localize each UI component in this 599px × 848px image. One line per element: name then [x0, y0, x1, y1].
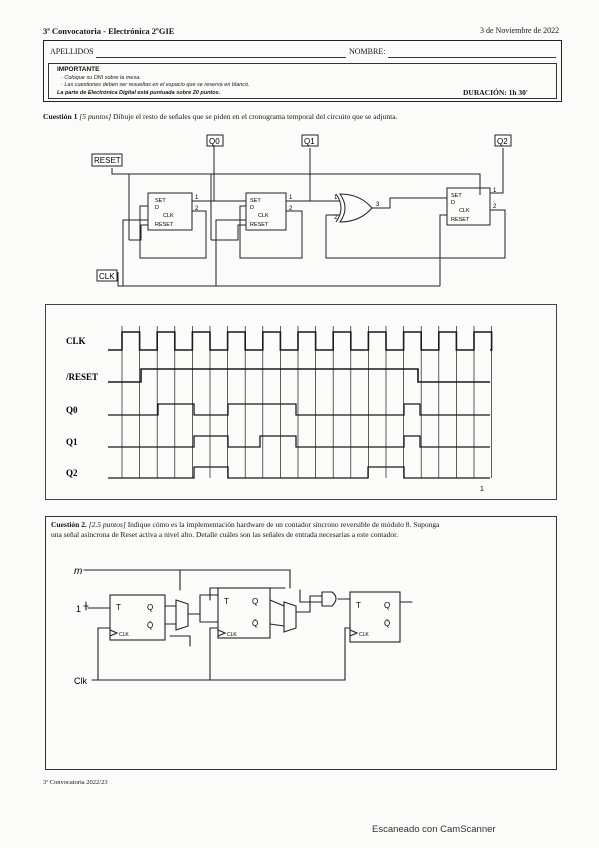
sketch-ff3-nq: Q̄ — [384, 619, 390, 628]
ff1-pin-q: 1 — [195, 195, 199, 201]
ff3-pin-q: 1 — [493, 188, 497, 194]
counter-sketch: m 1 Clk T Q Q̄ CLK T Q Q̄ CLK T Q Q̄ CLK — [74, 566, 413, 686]
sketch-ff2-clk: CLK — [227, 632, 237, 638]
timing-diagram-box — [45, 304, 557, 500]
clk-label: CLK — [99, 272, 115, 281]
ff2-pin-q: 1 — [289, 195, 293, 201]
ff2-d-label: D — [250, 205, 254, 211]
q0-waveform — [108, 403, 490, 416]
question-2-title: Cuestión 2. — [51, 520, 87, 529]
name-label: NOMBRE: — [349, 47, 386, 56]
surname-label: APELLIDOS — [50, 47, 94, 56]
ff2-pin-nq: 2 — [289, 206, 293, 212]
timing-label-clk: CLK — [66, 336, 86, 346]
exam-date: 3 de Noviembre de 2022 — [480, 26, 560, 35]
question-2-box — [45, 516, 557, 770]
scoring-note: La parte de Electrónica Digital está pun… — [57, 90, 221, 96]
ff1-d-label: D — [155, 205, 159, 211]
question-1-title: Cuestión 1 — [43, 112, 78, 121]
sketch-ff2-nq: Q̄ — [252, 619, 258, 628]
sketch-ff1-t: T — [116, 603, 121, 612]
xor-pin-2: 2 — [334, 215, 338, 221]
reset-label: RESET — [94, 156, 121, 165]
ff1-set-label: SET — [155, 198, 166, 204]
ff3-reset-label: RESET — [451, 217, 470, 223]
ff3-pin-nq: 2 — [493, 204, 497, 210]
ff3-d-label: D — [451, 200, 455, 206]
sketch-ff2-q: Q — [252, 597, 258, 606]
sketch-ff3-clk: CLK — [359, 632, 369, 638]
question-2-points: [2.5 puntos] — [88, 520, 126, 529]
question-2-text-2: una señal asíncrona de Reset activa a ni… — [51, 530, 399, 539]
exam-title: 3ª Convocatoria - Electrónica 2ºGIE — [43, 26, 175, 36]
sketch-ff1-nq: Q̄ — [147, 621, 153, 630]
sketch-ff2-t: T — [224, 597, 229, 606]
sketch-one-label: 1 — [76, 604, 81, 614]
clk-waveform — [108, 331, 493, 351]
important-box — [48, 63, 557, 99]
sketch-m-label: m — [74, 566, 82, 577]
q1-waveform — [108, 435, 490, 448]
ff2-reset-label: RESET — [250, 222, 269, 228]
question-1-statement: Cuestión 1 [5 puntos] Dibuje el resto de… — [43, 112, 398, 121]
surname-field[interactable] — [96, 57, 346, 58]
sketch-ff3-t: T — [356, 601, 361, 610]
ff3-set-label: SET — [451, 193, 462, 199]
xor-pin-3: 3 — [376, 202, 380, 208]
important-bullet-2: · Las cuestiones deben ser resueltas en … — [61, 82, 250, 88]
sketch-clk-label: Clk — [74, 676, 87, 686]
sketch-ff1-q: Q — [147, 603, 153, 612]
ff3-clk-label: CLK — [459, 208, 470, 214]
xor-pin-1: 1 — [334, 195, 338, 201]
sketch-ff1-clk: CLK — [119, 632, 129, 638]
important-title: IMPORTANTE — [57, 66, 100, 73]
sketch-ff3-q: Q — [384, 601, 390, 610]
q1-label: Q1 — [304, 137, 315, 146]
timing-diagram: CLK /RESET Q0 Q1 Q2 1 — [65, 326, 493, 493]
flip-flop-circuit: RESET CLK Q0 Q1 Q2 SET D CLK RESET 1 2 S… — [91, 134, 512, 287]
name-field[interactable] — [388, 57, 556, 58]
question-2-text-1: Indique cómo es la implementación hardwa… — [125, 520, 440, 529]
question-1-points: [5 puntos] — [79, 112, 112, 121]
ff2-clk-label: CLK — [258, 213, 269, 219]
ff1-reset-label: RESET — [155, 222, 174, 228]
timing-label-q1: Q1 — [66, 437, 78, 447]
timing-end-mark: 1 — [480, 486, 484, 493]
timing-label-q0: Q0 — [66, 405, 78, 415]
timing-label-reset: /RESET — [65, 372, 98, 382]
ff2-set-label: SET — [250, 198, 261, 204]
scanner-watermark: Escaneado con CamScanner — [372, 824, 496, 835]
question-1-text: Dibuje el resto de señales que se piden … — [111, 112, 398, 121]
q0-label: Q0 — [209, 137, 220, 146]
q2-waveform — [108, 466, 490, 479]
important-bullet-1: · Coloque su DNI sobre la mesa. — [61, 75, 141, 81]
ff1-clk-label: CLK — [163, 213, 174, 219]
footer-text: 3ª Convocatoria 2022/23 — [43, 779, 108, 786]
duration: DURACIÓN: 1h 30' — [463, 88, 529, 97]
q2-label: Q2 — [497, 137, 508, 146]
timing-label-q2: Q2 — [66, 468, 78, 478]
student-info-box — [43, 40, 562, 102]
reset-waveform — [108, 368, 490, 383]
ff1-pin-nq: 2 — [195, 206, 199, 212]
question-2-statement: Cuestión 2. [2.5 puntos] Indique cómo es… — [51, 520, 556, 540]
